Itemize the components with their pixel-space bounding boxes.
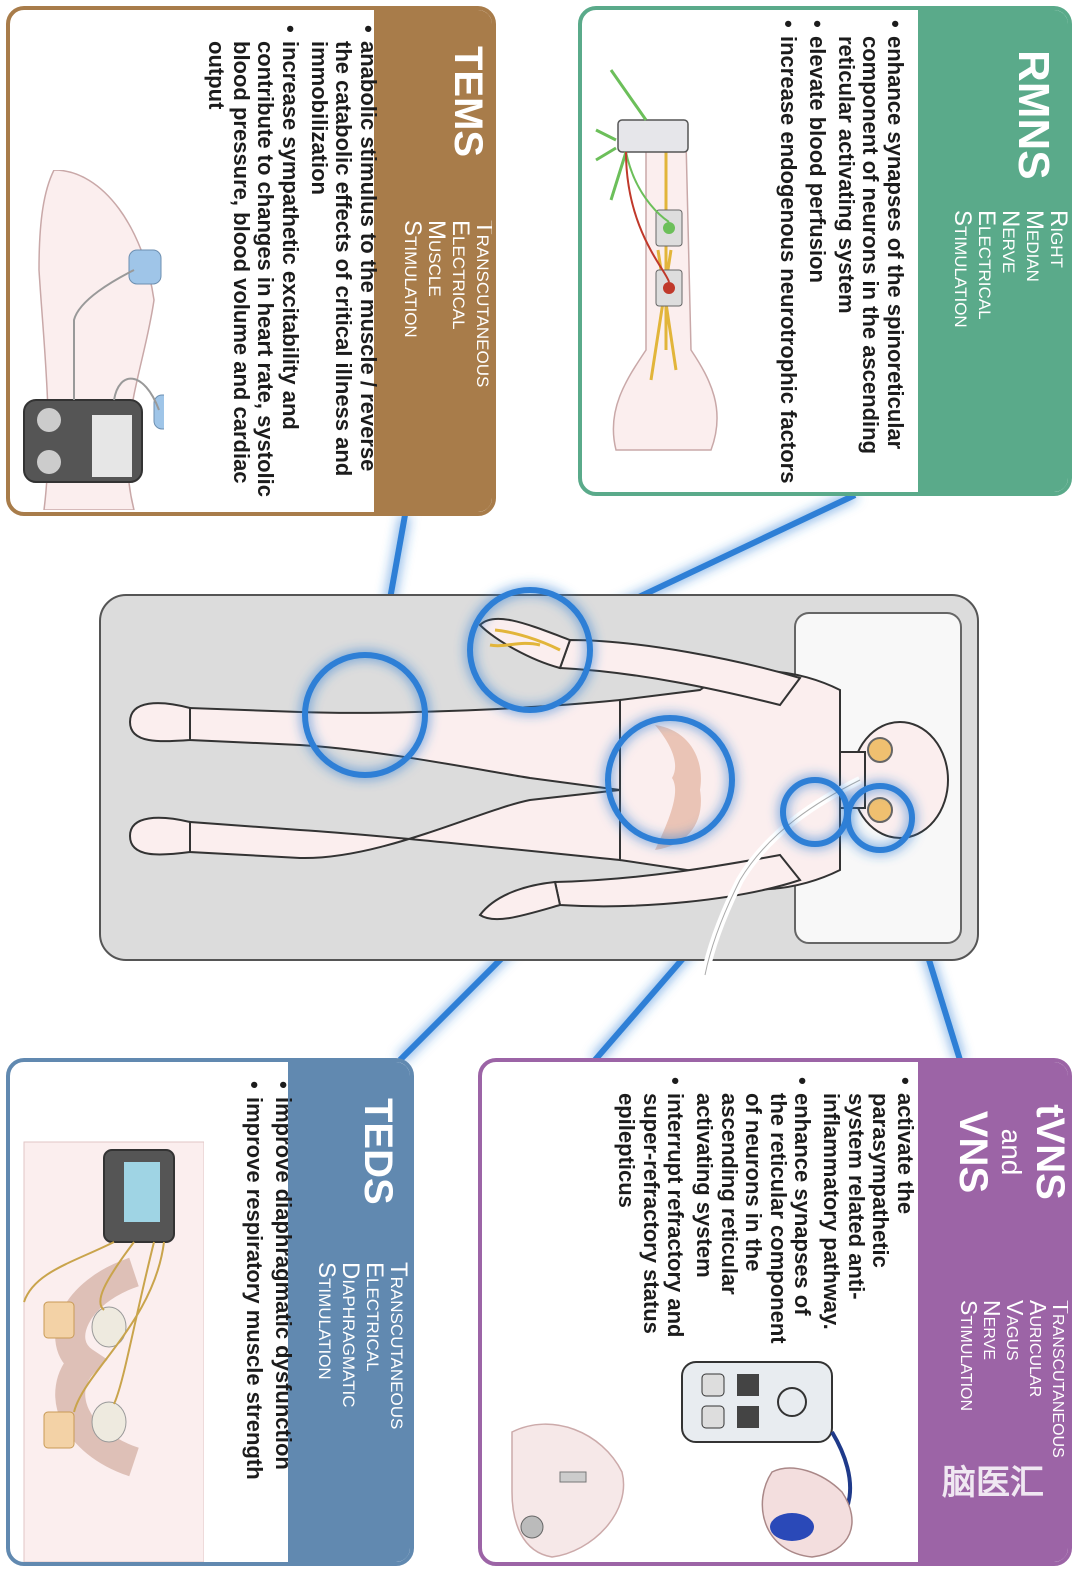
teds-abbr: TEDS [356, 1098, 400, 1205]
rmns-header-band [918, 10, 1068, 492]
rmns-bullet: elevate blood perfusion [805, 20, 830, 490]
tvns-illustration [511, 1361, 853, 1558]
rmns-abbr: RMNS [1009, 50, 1058, 180]
rmns-bullet-list: enhance synapses of the spinoreticular c… [776, 20, 909, 490]
teds-bullet: improve respiratory muscle strength [242, 1081, 267, 1551]
tvns-card: tVNS and VNS Transcutaneous Auricular Va… [478, 1058, 1072, 1566]
stimulator-device-icon [617, 119, 689, 153]
tvns-header-band [918, 1062, 1068, 1562]
tvns-bullet: enhance synapses of the reticular compon… [691, 1077, 816, 1347]
electrode-pad-icon [43, 1301, 75, 1339]
tvns-abbr: tVNS and VNS [951, 1104, 1072, 1200]
rmns-illustration [595, 69, 718, 451]
highlight-circles [302, 587, 915, 853]
rmns-full-name: Right Median Nerve Electrical Stimulatio… [949, 210, 1072, 328]
tems-abbr: TEMS [446, 46, 490, 158]
tems-bullet-list: anabolic stimulus to the muscle / revers… [204, 25, 381, 505]
teds-full-name: Transcutaneous Electrical Diaphragmatic … [313, 1262, 412, 1430]
tems-bullet: increase sympathetic excitability and co… [204, 25, 303, 505]
tvns-bullet: activate the parasympathetic system rela… [819, 1077, 918, 1347]
implant-icon [520, 1515, 544, 1539]
ear-clip-icon [761, 1467, 853, 1558]
teds-bullet-list: improve diaphragmatic dysfunction improv… [242, 1081, 296, 1551]
teds-header-band [288, 1062, 410, 1562]
tems-bullet: anabolic stimulus to the muscle / revers… [306, 25, 381, 505]
teds-bullet: improve diaphragmatic dysfunction [270, 1081, 296, 1551]
tems-card: TEMS Transcutaneous Electrical Muscle St… [6, 6, 496, 516]
tvns-full-name: Transcutaneous Auricular Vagus Nerve Sti… [956, 1300, 1072, 1458]
tems-header-band [374, 10, 492, 512]
teds-card: TEDS Transcutaneous Electrical Diaphragm… [6, 1058, 414, 1566]
patient-figure [128, 617, 949, 921]
rmns-bullet: increase endogenous neurotrophic factors [776, 20, 802, 490]
tvns-bullet: interrupt refractory and super-refractor… [614, 1077, 688, 1347]
teds-illustration [23, 1141, 204, 1562]
diaphragm-highlight [655, 725, 701, 850]
ear-clip-icon [867, 737, 893, 763]
watermark: 脑医汇 [942, 1464, 1044, 1502]
tems-full-name: Transcutaneous Electrical Muscle Stimula… [399, 220, 496, 388]
electrode-pad-icon [128, 249, 162, 285]
rmns-bullet: enhance synapses of the spinoreticular c… [833, 20, 908, 490]
tems-illustration [23, 170, 164, 510]
tvns-bullet-list: activate the parasympathetic system rela… [614, 1077, 918, 1347]
rmns-card: RMNS Right Median Nerve Electrical Stimu… [578, 6, 1072, 496]
